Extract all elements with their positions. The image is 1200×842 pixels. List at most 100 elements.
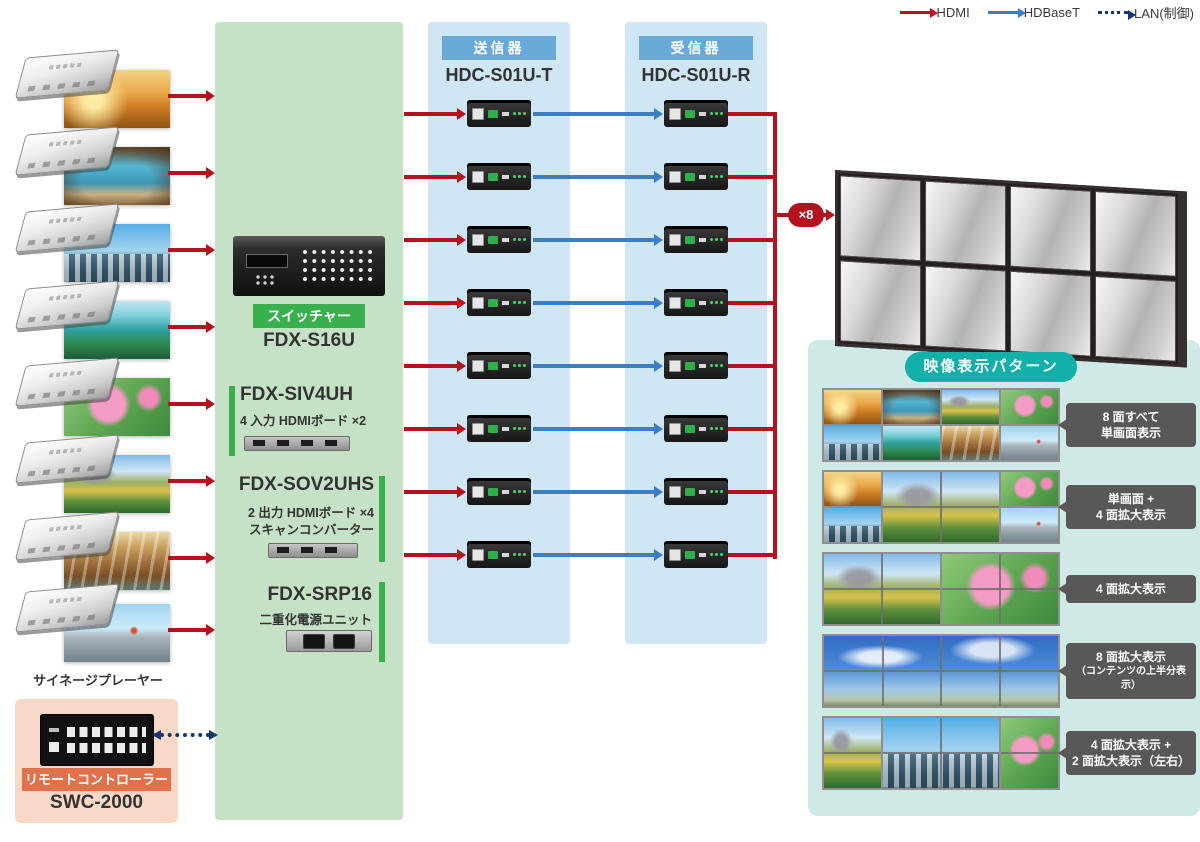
status-leds	[512, 490, 526, 493]
dip-switch	[699, 237, 706, 242]
pattern-grid	[822, 552, 1060, 626]
pattern-cell-city	[883, 718, 999, 788]
terminal-block	[488, 298, 499, 307]
signage-players-caption: サイネージプレーヤー	[33, 673, 163, 688]
led-dot	[517, 364, 521, 367]
wall-monitor	[925, 180, 1006, 267]
signage-player	[14, 126, 170, 209]
led-dot	[522, 112, 526, 115]
arrowhead-right-icon	[209, 730, 218, 740]
hdmi-line	[728, 301, 775, 305]
switcher-model: FDX-S16U	[263, 330, 355, 351]
led-dot	[709, 175, 713, 178]
pattern-label: 4 面拡大表示	[1066, 575, 1196, 603]
led-dot	[719, 112, 723, 115]
led-dot	[714, 112, 718, 115]
remote-button-row	[67, 743, 146, 753]
led-dot	[714, 427, 718, 430]
arrowhead-icon	[654, 297, 663, 309]
hdmi-arrow	[168, 624, 215, 636]
hdmi-arrow	[404, 549, 466, 561]
led-dot	[517, 112, 521, 115]
rj45-port	[669, 170, 682, 183]
multiplier-badge: ×8	[788, 203, 824, 227]
pattern-label-line: 4 面拡大表示	[1095, 582, 1166, 596]
led-dot	[719, 427, 723, 430]
led-dot	[512, 490, 516, 493]
receiver-unit	[664, 541, 728, 568]
switcher-role-badge: スイッチャー	[253, 304, 365, 328]
receiver-unit	[664, 415, 728, 442]
status-leds	[709, 553, 723, 556]
led-dot	[709, 490, 713, 493]
wall-monitor	[840, 260, 921, 347]
hdmi-arrow	[168, 167, 215, 179]
legend-item-hdbaset: HDBaseT	[987, 5, 1081, 20]
legend-label: HDBaseT	[1023, 5, 1081, 20]
hdbaset-arrow	[533, 423, 663, 435]
legend-label: LAN(制御)	[1134, 6, 1194, 21]
status-leds	[512, 553, 526, 556]
arrowhead-icon	[654, 360, 663, 372]
rj45-port	[669, 233, 682, 246]
hdmi-line	[728, 427, 775, 431]
hdmi-arrow	[168, 475, 215, 487]
signage-player	[14, 434, 170, 517]
transmitter-model: HDC-S01U-T	[445, 65, 553, 85]
bezel-line	[942, 588, 1058, 590]
switcher-device-image	[233, 236, 385, 296]
terminal-block	[685, 109, 696, 118]
pattern-cell-lotus	[1001, 472, 1058, 506]
pattern-grid	[822, 634, 1060, 708]
arrowhead-left-icon	[152, 730, 161, 740]
arrowhead-icon	[206, 90, 215, 102]
wall-monitor	[840, 175, 921, 262]
status-leds	[709, 112, 723, 115]
terminal-block	[685, 550, 696, 559]
wall-monitor	[1095, 190, 1176, 277]
pattern-label-line: （コンテンツの上半分表示）	[1076, 666, 1186, 691]
status-leds	[709, 238, 723, 241]
board-description: 2 出力 HDMIボード ×4	[247, 506, 374, 520]
hdmi-arrow	[168, 90, 215, 102]
led-dot	[714, 238, 718, 241]
pattern-label-line: 4 面拡大表示	[1095, 508, 1166, 522]
hdmi-arrow	[168, 244, 215, 256]
terminal-block	[488, 487, 499, 496]
remote-button-row	[67, 727, 146, 737]
board-model: FDX-SOV2UHS	[238, 474, 374, 495]
hdbaset-arrow-sample	[987, 7, 1026, 18]
terminal-block	[685, 361, 696, 370]
arrowhead-icon	[654, 423, 663, 435]
dip-switch	[502, 111, 509, 116]
led-dot	[714, 490, 718, 493]
hdbaset-arrow	[533, 360, 663, 372]
pattern-label-line: 8 面拡大表示	[1095, 650, 1166, 664]
pattern-grid	[822, 470, 1060, 544]
signage-player	[14, 357, 170, 440]
led-dot	[522, 553, 526, 556]
pattern-label-line: 単画面 +	[1107, 492, 1155, 506]
rj45-port	[669, 548, 682, 561]
led-dot	[517, 490, 521, 493]
rj45-port	[669, 359, 682, 372]
dip-switch	[502, 363, 509, 368]
ac-socket	[333, 633, 355, 649]
video-wall	[835, 170, 1187, 368]
arrowhead-icon	[206, 398, 215, 410]
dip-switch	[699, 111, 706, 116]
hdmi-line	[728, 112, 775, 116]
led-dot	[709, 238, 713, 241]
remote-power-button	[49, 742, 59, 752]
hdmi-arrow-sample	[900, 7, 939, 18]
terminal-block	[488, 550, 499, 559]
hdbaset-arrow	[533, 486, 663, 498]
dip-switch	[502, 426, 509, 431]
board-model: FDX-SIV4UH	[240, 384, 353, 405]
legend-item-hdmi: HDMI	[900, 5, 970, 20]
led-dot	[719, 301, 723, 304]
led-dot	[517, 175, 521, 178]
rj45-port	[669, 107, 682, 120]
led-dot	[522, 238, 526, 241]
pattern-label-line: 単画面表示	[1100, 426, 1161, 440]
